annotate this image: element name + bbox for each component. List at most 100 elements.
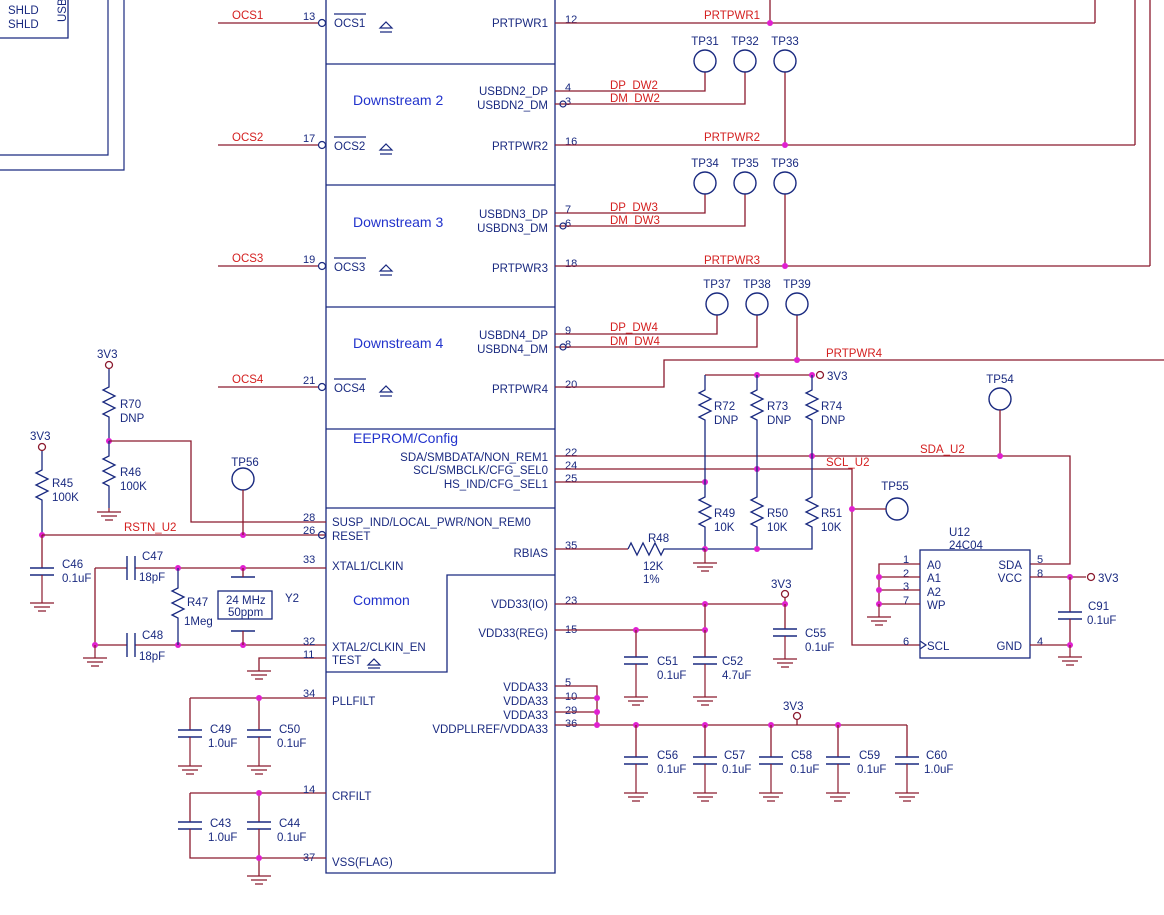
svg-text:C50: C50	[279, 724, 300, 736]
svg-text:1.0uF: 1.0uF	[208, 832, 237, 844]
svg-text:PRTPWR2: PRTPWR2	[492, 141, 548, 153]
svg-text:SDA: SDA	[998, 560, 1022, 572]
svg-text:A1: A1	[927, 573, 941, 585]
svg-text:GND: GND	[996, 641, 1022, 653]
svg-text:6: 6	[903, 636, 909, 648]
svg-text:10K: 10K	[767, 522, 788, 534]
svg-text:4.7uF: 4.7uF	[722, 670, 751, 682]
svg-text:PRTPWR2: PRTPWR2	[704, 132, 760, 144]
svg-text:TP33: TP33	[771, 36, 799, 48]
svg-text:14: 14	[303, 784, 315, 796]
svg-text:12: 12	[565, 14, 577, 26]
svg-text:USBDN4_DM: USBDN4_DM	[477, 344, 548, 356]
svg-text:3V3: 3V3	[827, 371, 847, 383]
svg-text:VDD33(REG): VDD33(REG)	[478, 628, 548, 640]
svg-text:0.1uF: 0.1uF	[857, 764, 886, 776]
svg-text:RBIAS: RBIAS	[513, 548, 548, 560]
testpoints: TP31 TP32 TP33 TP34 TP35 TP36 TP37 TP38 …	[231, 36, 1014, 521]
svg-text:5: 5	[1037, 554, 1043, 566]
svg-text:R51: R51	[821, 508, 842, 520]
svg-text:3V3: 3V3	[30, 431, 50, 443]
svg-text:OCS3: OCS3	[334, 262, 365, 274]
svg-text:8: 8	[1037, 568, 1043, 580]
svg-text:0.1uF: 0.1uF	[62, 573, 91, 585]
svg-text:13: 13	[303, 11, 315, 23]
svg-text:0.1uF: 0.1uF	[1087, 615, 1116, 627]
svg-text:USBDN3_DM: USBDN3_DM	[477, 223, 548, 235]
svg-text:C57: C57	[724, 750, 745, 762]
config-pins: SDA/SMBDATA/NON_REM1 SCL/SMBCLK/CFG_SEL0…	[400, 370, 1071, 646]
svg-text:28: 28	[303, 512, 315, 524]
svg-text:C47: C47	[142, 551, 163, 563]
svg-text:32: 32	[303, 636, 315, 648]
section-common: Common	[353, 592, 410, 608]
svg-text:4: 4	[1037, 636, 1043, 648]
svg-text:R49: R49	[714, 508, 735, 520]
svg-text:C44: C44	[279, 818, 301, 830]
svg-text:C58: C58	[791, 750, 812, 762]
svg-text:1%: 1%	[643, 574, 660, 586]
svg-text:XTAL1/CLKIN: XTAL1/CLKIN	[332, 561, 403, 573]
svg-text:PRTPWR3: PRTPWR3	[704, 255, 760, 267]
svg-text:SCL_U2: SCL_U2	[826, 457, 869, 469]
svg-text:33: 33	[303, 554, 315, 566]
svg-text:16: 16	[565, 136, 577, 148]
svg-text:PRTPWR1: PRTPWR1	[704, 10, 760, 22]
svg-text:DNP: DNP	[714, 415, 739, 427]
svg-text:3: 3	[903, 581, 909, 593]
svg-text:PLLFILT: PLLFILT	[332, 696, 375, 708]
svg-text:PRTPWR4: PRTPWR4	[492, 384, 549, 396]
svg-text:USBDN4_DP: USBDN4_DP	[479, 330, 548, 342]
svg-text:C91: C91	[1088, 601, 1109, 613]
svg-text:OCS1: OCS1	[334, 18, 365, 30]
svg-text:C59: C59	[859, 750, 880, 762]
svg-text:7: 7	[903, 595, 909, 607]
svg-text:USBDN3_DP: USBDN3_DP	[479, 209, 548, 221]
svg-text:7: 7	[565, 204, 571, 216]
svg-text:C43: C43	[210, 818, 231, 830]
filter-circuit: C49 1.0uF C50 0.1uF 34 PLLFILT C43 1.0uF…	[178, 688, 393, 885]
svg-text:8: 8	[565, 339, 571, 351]
svg-text:XTAL2/CLKIN_EN: XTAL2/CLKIN_EN	[332, 642, 426, 654]
svg-text:0.1uF: 0.1uF	[657, 670, 686, 682]
svg-text:4: 4	[565, 82, 571, 94]
svg-text:VCC: VCC	[998, 573, 1022, 585]
svg-text:24: 24	[565, 460, 577, 472]
svg-text:DP_DW2: DP_DW2	[610, 80, 658, 92]
svg-text:3V3: 3V3	[783, 701, 803, 713]
svg-text:34: 34	[303, 688, 315, 700]
svg-text:1Meg: 1Meg	[184, 616, 213, 628]
svg-text:TP34: TP34	[691, 158, 719, 170]
section-downstream-4: Downstream 4	[353, 335, 443, 351]
svg-text:TEST: TEST	[332, 655, 361, 667]
svg-text:10: 10	[565, 691, 577, 703]
usb-connector: SHLD SHLD USB	[0, 0, 125, 171]
svg-text:3: 3	[565, 96, 571, 108]
svg-text:VDDA33: VDDA33	[503, 710, 548, 722]
svg-text:R46: R46	[120, 467, 141, 479]
svg-text:TP56: TP56	[231, 457, 259, 469]
svg-text:0.1uF: 0.1uF	[790, 764, 819, 776]
svg-text:3V3: 3V3	[97, 349, 117, 361]
svg-text:DP_DW4: DP_DW4	[610, 322, 659, 334]
svg-text:100K: 100K	[120, 481, 147, 493]
svg-text:A0: A0	[927, 560, 941, 572]
svg-text:100K: 100K	[52, 492, 79, 504]
svg-text:C56: C56	[657, 750, 678, 762]
svg-text:TP38: TP38	[743, 279, 771, 291]
svg-text:1.0uF: 1.0uF	[208, 738, 237, 750]
svg-text:18: 18	[565, 258, 577, 270]
svg-text:DM_DW4: DM_DW4	[610, 336, 660, 348]
downstream-pins: PRTPWR1 12 PRTPWR1 USBDN2_DP USBDN2_DM 4…	[477, 0, 1164, 396]
svg-text:OCS3: OCS3	[232, 253, 263, 265]
svg-text:C52: C52	[722, 656, 743, 668]
svg-text:0.1uF: 0.1uF	[277, 738, 306, 750]
svg-text:R50: R50	[767, 508, 788, 520]
svg-text:37: 37	[303, 852, 315, 864]
svg-text:RESET: RESET	[332, 531, 370, 543]
svg-text:10K: 10K	[714, 522, 735, 534]
svg-text:PRTPWR4: PRTPWR4	[826, 348, 883, 360]
svg-text:WP: WP	[927, 600, 946, 612]
svg-text:CRFILT: CRFILT	[332, 791, 371, 803]
